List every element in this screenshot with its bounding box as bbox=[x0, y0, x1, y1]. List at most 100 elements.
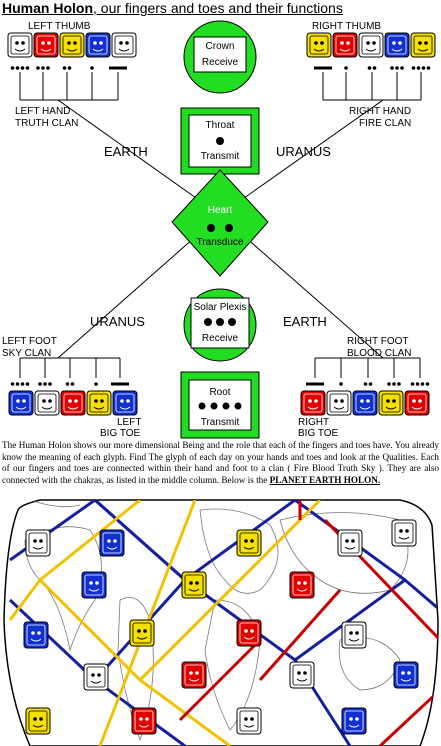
heart-function: Transduce bbox=[196, 237, 244, 248]
map-day-glyph-icon bbox=[236, 619, 262, 647]
day-glyph-icon bbox=[86, 390, 112, 416]
glyph-rows bbox=[7, 32, 436, 416]
map-day-glyph-icon bbox=[393, 661, 419, 689]
left-thumb-label: LEFT THUMB bbox=[28, 21, 91, 32]
day-glyph-icon bbox=[111, 32, 137, 58]
day-glyph-icon bbox=[326, 390, 352, 416]
map-day-glyph-icon bbox=[236, 529, 262, 557]
day-glyph-icon bbox=[8, 390, 34, 416]
number-dot bbox=[25, 382, 30, 386]
map-day-glyph-icon bbox=[131, 707, 157, 735]
crown-name: Crown bbox=[205, 41, 235, 52]
day-glyph-icon bbox=[112, 390, 138, 416]
number-dot bbox=[411, 66, 416, 70]
number-dot bbox=[94, 382, 98, 386]
root-name: Root bbox=[209, 387, 231, 398]
map-day-glyph-icon bbox=[181, 661, 207, 689]
right-hand-label: RIGHT HAND bbox=[349, 106, 412, 117]
map-day-glyph-icon bbox=[25, 707, 51, 735]
day-glyph-icon bbox=[384, 32, 410, 58]
title-bold: Human Holon bbox=[2, 0, 93, 16]
map-day-glyph-icon bbox=[341, 707, 367, 735]
map-day-glyph-icon bbox=[289, 571, 315, 599]
left-hand-clan-label: TRUTH CLAN bbox=[15, 118, 79, 129]
page-title: Human Holon, our fingers and toes and th… bbox=[2, 0, 343, 16]
number-dot bbox=[392, 382, 396, 386]
map-day-glyph-icon bbox=[129, 619, 155, 647]
right-foot-clan-label: BLOOD CLAN bbox=[347, 348, 412, 359]
day-glyph-icon bbox=[85, 32, 111, 58]
map-day-glyph-icon bbox=[25, 529, 51, 557]
left-big-toe-label-2: BIG TOE bbox=[100, 428, 141, 439]
right-foot-label: RIGHT FOOT bbox=[347, 336, 409, 347]
number-dot bbox=[339, 382, 343, 386]
number-dot bbox=[420, 382, 425, 386]
number-dot bbox=[62, 66, 67, 70]
number-bar bbox=[314, 66, 332, 70]
day-glyph-icon bbox=[404, 390, 430, 416]
number-dot bbox=[10, 66, 15, 70]
planet-earth-holon-link[interactable]: PLANET EARTH HOLON. bbox=[269, 474, 381, 485]
number-dot bbox=[416, 66, 421, 70]
map-day-glyph-icon bbox=[289, 661, 315, 689]
day-glyph-icon bbox=[300, 390, 326, 416]
day-glyph-icon bbox=[358, 32, 384, 58]
right-big-toe-label-2: BIG TOE bbox=[298, 428, 339, 439]
day-glyph-icon bbox=[378, 390, 404, 416]
day-glyph-icon bbox=[33, 32, 59, 58]
title-rest: , our fingers and toes and their functio… bbox=[93, 0, 343, 16]
left-foot-clan-label: SKY CLAN bbox=[2, 348, 52, 359]
earth-top-label: EARTH bbox=[104, 144, 148, 159]
heart-chakra-diamond bbox=[171, 169, 269, 277]
number-dot bbox=[421, 66, 426, 70]
number-dot bbox=[372, 66, 377, 70]
solar-name: Solar Plexis bbox=[193, 302, 247, 313]
description-paragraph: The Human Holon shows our more dimension… bbox=[2, 440, 439, 486]
day-glyph-icon bbox=[306, 32, 332, 58]
number-dot bbox=[67, 66, 72, 70]
number-dot bbox=[368, 382, 373, 386]
number-dot bbox=[41, 66, 45, 70]
number-dot bbox=[390, 66, 394, 70]
number-dot bbox=[425, 382, 430, 386]
day-glyph-icon bbox=[60, 390, 86, 416]
day-glyph-icon bbox=[332, 32, 358, 58]
map-day-glyph-icon bbox=[236, 707, 262, 735]
number-dot bbox=[15, 66, 20, 70]
day-glyph-icon bbox=[410, 32, 436, 58]
day-glyph-icon bbox=[352, 390, 378, 416]
number-dot bbox=[65, 382, 70, 386]
day-glyph-icon bbox=[34, 390, 60, 416]
left-hand-label: LEFT HAND bbox=[15, 106, 71, 117]
number-dot bbox=[15, 382, 20, 386]
map-day-glyph-icon bbox=[23, 621, 49, 649]
map-day-glyph-icon bbox=[99, 529, 125, 557]
crown-label-box bbox=[193, 36, 247, 73]
solar-function: Receive bbox=[201, 333, 239, 344]
number-dot bbox=[426, 66, 431, 70]
earth-bottom-label: EARTH bbox=[283, 314, 327, 329]
number-dot bbox=[400, 66, 404, 70]
number-dot bbox=[90, 66, 94, 70]
right-big-toe-label: RIGHT bbox=[298, 417, 330, 428]
number-dot bbox=[367, 66, 372, 70]
number-bar bbox=[306, 382, 324, 386]
uranus-top-label: URANUS bbox=[276, 144, 331, 159]
map-day-glyph-icon bbox=[337, 529, 363, 557]
map-day-glyph-icon bbox=[81, 571, 107, 599]
left-big-toe-label: LEFT bbox=[117, 417, 142, 428]
uranus-bottom-label: URANUS bbox=[90, 314, 145, 329]
map-glyphs bbox=[23, 519, 419, 735]
number-dot bbox=[363, 382, 368, 386]
dot-bar-numbers bbox=[10, 66, 431, 386]
chakra-dots bbox=[198, 137, 242, 410]
number-dot bbox=[397, 382, 401, 386]
number-dot bbox=[38, 382, 42, 386]
map-day-glyph-icon bbox=[391, 519, 417, 547]
day-glyph-icon bbox=[59, 32, 85, 58]
number-dot bbox=[10, 382, 15, 386]
throat-name: Throat bbox=[205, 120, 235, 131]
number-dot bbox=[344, 66, 348, 70]
heart-name: Heart bbox=[207, 205, 233, 216]
